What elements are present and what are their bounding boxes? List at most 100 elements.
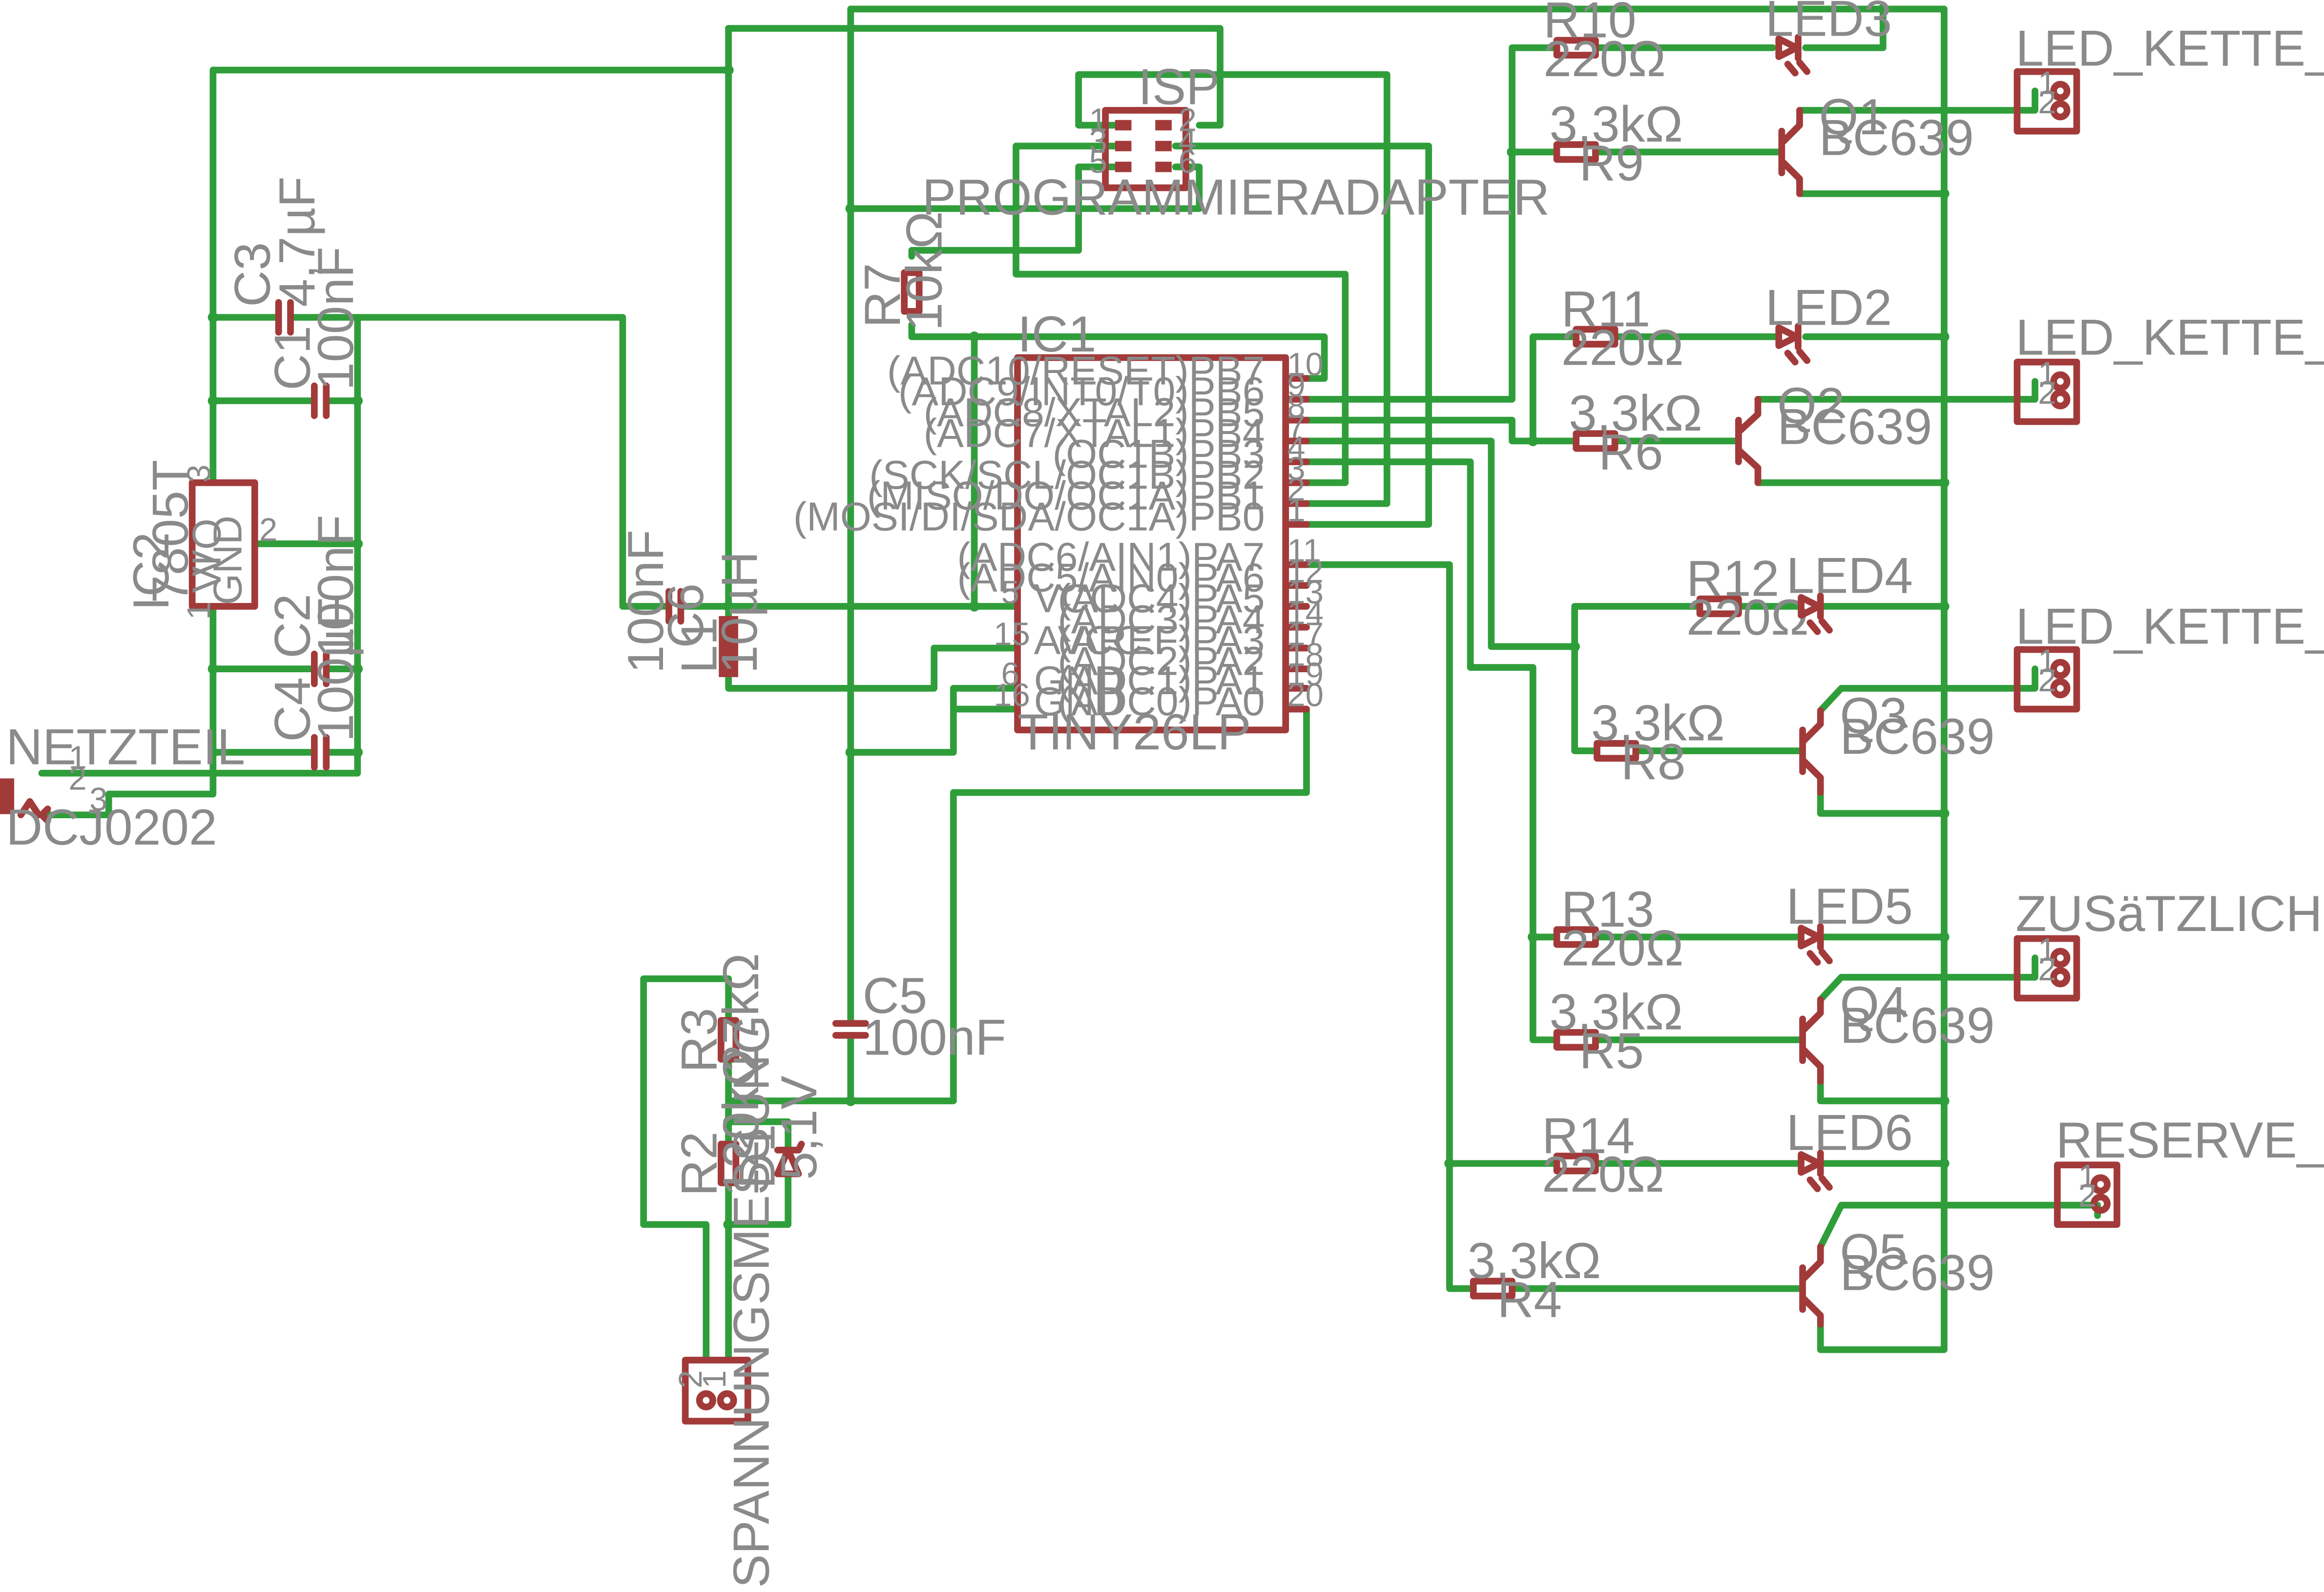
ic1-pin-pa7: (ADC6/AIN1)PA7 <box>957 535 1265 579</box>
connector-led-kette-2: 1 2 LED_KETTE_2 <box>2013 309 2324 425</box>
wire <box>1571 643 1598 754</box>
ic1-pinnum: 4 <box>1287 430 1305 466</box>
connector-pinnum: 2 <box>2038 374 2056 411</box>
ic1-pin-vcc: VCC <box>1034 576 1119 621</box>
junction-dot <box>208 395 219 406</box>
resistor-r5 <box>1553 1029 1599 1051</box>
q2-name: Q2 <box>1777 377 1845 434</box>
wire <box>38 606 217 819</box>
ic1-pin-avcc: AVCC <box>1034 618 1143 663</box>
power-jack-arrow <box>38 806 51 825</box>
ic1-pin-pb5: (ADC8/XTAL2)PB5 <box>924 390 1265 435</box>
r5-name: R5 <box>1579 1022 1644 1079</box>
transistor-q1: Q1 BC639 <box>1778 88 1974 197</box>
connector-pin <box>2050 659 2071 679</box>
junction-dot <box>969 331 980 342</box>
q4-name: Q4 <box>1840 976 1907 1033</box>
ic1-pinnum: 9 <box>1287 367 1305 404</box>
d1-name: D1 <box>729 1124 786 1189</box>
wire <box>908 333 1328 382</box>
ic1-pin-pa0: (ADC0)PA0 <box>1058 679 1265 724</box>
connector-pinnum: 2 <box>2038 951 2056 988</box>
junction-dot <box>845 1096 856 1106</box>
wire <box>725 1118 791 1151</box>
capacitor-c3 <box>275 299 294 336</box>
ic2-pin-vo: VO <box>185 518 229 577</box>
capacitors: C3 4,7µF C1 100nF C2 100nF C4 100µF 100n… <box>224 176 1006 1065</box>
connector-pinnum: 1 <box>696 1370 733 1388</box>
c5-name: C5 <box>863 967 928 1024</box>
led6: LED6 <box>1786 1104 1913 1192</box>
junction-dot <box>1939 1096 1950 1106</box>
r8-value: 3,3kΩ <box>1591 695 1725 751</box>
isp-pinnum: 3 <box>1089 123 1107 159</box>
wire <box>1172 143 1432 528</box>
transistor-q4: Q4 BC639 <box>1799 976 1995 1085</box>
led-emission-arrows <box>1784 59 1811 77</box>
junction-dot <box>1444 1158 1455 1169</box>
r3-name: R3 <box>671 1008 727 1073</box>
inductor-l1: L1 10µH <box>671 551 768 677</box>
wire <box>289 314 671 610</box>
wire <box>1796 87 2038 114</box>
connector-pin <box>2050 678 2071 699</box>
wire <box>640 975 732 1362</box>
c3-value: 4,7µF <box>269 176 325 307</box>
isp-pin-pad <box>1155 141 1172 151</box>
ic1-pinnum: 12 <box>1287 553 1324 590</box>
r7-name: R7 <box>854 263 911 328</box>
ic1-name: IC1 <box>1017 306 1096 362</box>
resistor-r14 <box>1553 1153 1599 1175</box>
led-body <box>1798 592 1824 620</box>
connector-spannungsmessung: 2 1 SPANNUNGSMESSUNG <box>672 1015 779 1588</box>
isp-pin-pad <box>1155 162 1172 172</box>
ic1-pin-lines <box>1282 375 1310 713</box>
ic1-pinnum: 2 <box>1287 471 1305 508</box>
junction-dot <box>1939 601 1950 612</box>
power-jack-pinnum: 1 <box>68 740 86 776</box>
wire <box>725 644 1021 692</box>
led-emission-arrows <box>1806 949 1833 966</box>
ic1-pin-pb4: (ADC7/XTAL1)PB4 <box>924 411 1265 456</box>
junction-dot <box>208 747 219 758</box>
connector-pinnum: 1 <box>2038 642 2056 679</box>
resistor-r2 <box>717 1140 740 1186</box>
r6-value: 3,3kΩ <box>1569 385 1702 441</box>
junction-dot <box>1939 1158 1950 1169</box>
ic1-pinnum: 16 <box>994 677 1030 713</box>
connector-body <box>2013 68 2080 135</box>
led-body <box>1775 34 1802 62</box>
isp-pinnum: 6 <box>1179 144 1197 180</box>
wire <box>725 1170 791 1228</box>
r7-value: 10kΩ <box>895 211 952 331</box>
wire <box>1509 44 1557 156</box>
ic2-value: 7805T <box>142 460 198 603</box>
r12-value: 220Ω <box>1686 589 1809 645</box>
q3-value: BC639 <box>1840 708 1994 765</box>
wire <box>1817 665 2038 714</box>
r13-name: R13 <box>1561 881 1654 937</box>
isp-pin-pad <box>1115 141 1132 151</box>
junction-dot <box>1939 477 1950 488</box>
isp-value: PROGRAMMIERADAPTER <box>922 169 1550 226</box>
connector-led-kette-3: 1 2 LED_KETTE_3 <box>2013 598 2324 713</box>
junction-dot <box>352 663 363 674</box>
power-jack-body <box>0 778 14 814</box>
ic1-pinnum: 6 <box>1001 656 1019 693</box>
isp-name: ISP <box>1138 59 1220 115</box>
ic1-pinnum: 13 <box>1287 574 1324 611</box>
junction-dot <box>1569 641 1580 652</box>
connector-body <box>2013 358 2080 425</box>
led4-name: LED4 <box>1786 547 1913 604</box>
ic2-name: IC2 <box>123 532 179 611</box>
isp-pin-pad <box>1155 120 1172 131</box>
connector-pin <box>696 1390 716 1410</box>
connector-zusatz-1: 1 2 ZUSäTZLICHER_ANSCHLUSS_1 <box>2013 885 2324 1002</box>
junction-dot <box>1528 435 1538 446</box>
transistor-q3: Q3 BC639 <box>1799 687 1995 796</box>
wire <box>1571 603 1702 650</box>
isp-pinnum: 5 <box>1089 144 1107 180</box>
transistor-q5: Q5 BC639 <box>1799 1223 1995 1328</box>
wire <box>847 5 1948 1353</box>
c6-name: C6 <box>657 583 714 648</box>
